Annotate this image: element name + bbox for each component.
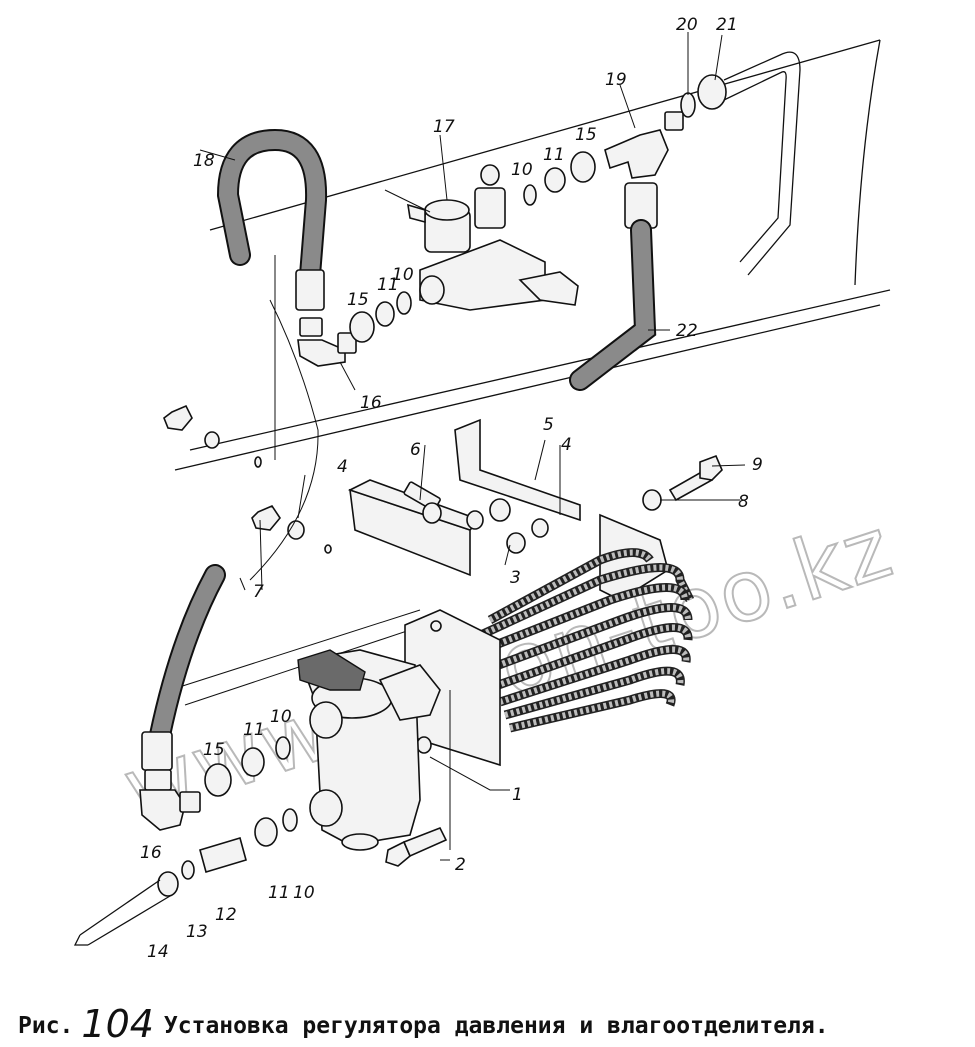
tee-fitting-19-group <box>523 74 727 206</box>
figure-prefix: Рис. <box>18 1013 74 1039</box>
callout-5: 5 <box>543 415 554 435</box>
callout-11-lower-b: 11 <box>268 883 290 903</box>
callout-13: 13 <box>186 922 208 942</box>
callout-12: 12 <box>215 905 237 925</box>
callout-10-top: 10 <box>511 160 533 180</box>
callout-11-lower-a: 11 <box>243 720 265 740</box>
callout-10-upper: 10 <box>392 265 414 285</box>
callout-17: 17 <box>433 117 455 137</box>
fasteners-3-4-6 <box>403 481 549 554</box>
figure-number: 104 <box>81 1002 154 1046</box>
callout-11-upper: 11 <box>377 275 399 295</box>
callout-2: 2 <box>455 855 466 875</box>
callout-20: 20 <box>676 15 698 35</box>
callout-14: 14 <box>147 942 169 962</box>
callout-9: 9 <box>752 455 763 475</box>
callout-21: 21 <box>716 15 738 35</box>
callout-3: 3 <box>510 568 521 588</box>
callout-7: 7 <box>253 582 264 602</box>
bracket-5 <box>347 418 581 577</box>
bolt-9-washer-8 <box>642 454 723 511</box>
callout-22: 22 <box>676 321 698 341</box>
upper-nut-washer-set <box>349 291 412 343</box>
frame-rail <box>169 39 891 706</box>
callout-15-upper: 15 <box>347 290 369 310</box>
lower-fitting-12-13-14 <box>73 836 247 946</box>
callout-6: 6 <box>410 440 421 460</box>
callout-15-top: 15 <box>575 125 597 145</box>
pipe-21 <box>723 51 801 276</box>
callout-19: 19 <box>605 70 627 90</box>
callout-10-lower-b: 10 <box>293 883 315 903</box>
hose-7-lower <box>141 564 226 771</box>
lower-nut-washer-set-a <box>204 736 291 797</box>
exploded-assembly-diagram: www.sinron-too.kz <box>73 15 905 962</box>
hose-22 <box>569 182 658 391</box>
callout-10-lower-a: 10 <box>270 707 292 727</box>
callout-labels: 1 2 3 4 4 5 6 7 8 9 10 10 10 10 11 11 11… <box>140 15 763 962</box>
callout-16-upper: 16 <box>360 393 382 413</box>
elbow-16-upper <box>297 317 357 367</box>
pressure-regulator-17 <box>407 164 579 311</box>
hose-18-upper <box>216 128 328 311</box>
callout-11-top: 11 <box>543 145 565 165</box>
callout-4b: 4 <box>561 435 572 455</box>
moisture-separator-coils <box>468 513 695 733</box>
callout-16-lower: 16 <box>140 843 162 863</box>
mounting-nuts-left <box>163 404 332 554</box>
bolt-2 <box>385 826 448 867</box>
elbow-16-lower <box>139 769 201 831</box>
callout-18: 18 <box>193 151 215 171</box>
figure-caption: Рис. 104 Установка регулятора давления и в… <box>18 998 968 1046</box>
moisture-separator-body <box>297 649 441 851</box>
figure-title: Установка регулятора давления и влагоотд… <box>163 1013 829 1039</box>
leader-lines <box>199 32 746 861</box>
callout-8: 8 <box>738 492 749 512</box>
callout-15-lower: 15 <box>203 740 225 760</box>
lower-nut-washer-set-b <box>254 808 298 847</box>
callout-4a: 4 <box>337 457 348 477</box>
callout-1: 1 <box>512 785 523 805</box>
